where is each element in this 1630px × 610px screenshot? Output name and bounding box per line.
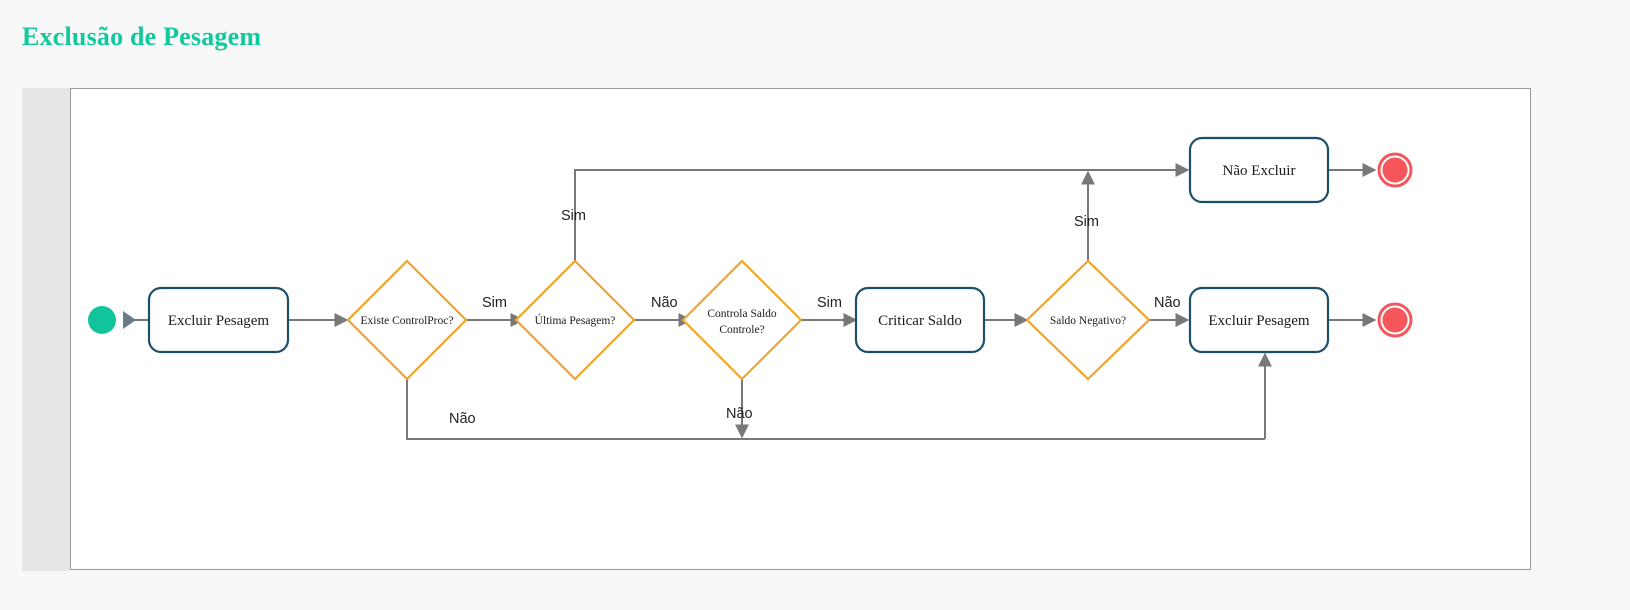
edge-saldo-negativo-sim: Sim [1074, 170, 1099, 261]
edge-label-sim-ultima: Sim [561, 208, 586, 224]
edge-ultima-pesagem-sim: Sim [561, 163, 1190, 261]
edge-label-sim-controla: Sim [817, 295, 842, 311]
edge-label-nao-ultima: Não [651, 295, 678, 311]
task-excluir-pesagem-2-label: Excluir Pesagem [1208, 313, 1310, 329]
canvas-left-gutter [22, 88, 70, 571]
diagram-canvas-frame: Última Pesagem? --> Sim down and along b… [22, 88, 1532, 571]
end-event-node-top[interactable] [1377, 152, 1413, 188]
task-criticar-saldo-label: Criticar Saldo [878, 313, 962, 329]
edge-saldo-negativo-nao: Não [1149, 295, 1190, 327]
edge-existe-controlproc-nao: Não [406, 379, 1265, 440]
decision-ultima-pesagem[interactable]: Última Pesagem? [514, 259, 636, 381]
decision-ultima-pesagem-label: Última Pesagem? [535, 313, 616, 327]
edge-controla-saldo-sim: Sim [801, 295, 858, 327]
decision-controla-saldo-controle[interactable]: Controla Saldo Controle? [681, 259, 803, 381]
flowchart-svg[interactable]: Última Pesagem? --> Sim down and along b… [71, 89, 1530, 569]
task-nao-excluir-label: Não Excluir [1223, 163, 1296, 179]
decision-saldo-negativo-label: Saldo Negativo? [1050, 315, 1126, 327]
page-title: Exclusão de Pesagem [22, 22, 262, 51]
edge-label-nao-existe: Não [449, 411, 476, 427]
edge-label-sim-existe: Sim [482, 295, 507, 311]
edge-existe-controlproc-sim: Sim [466, 295, 525, 327]
edge-label-sim-negativo: Sim [1074, 214, 1099, 230]
task-excluir-pesagem-2[interactable]: Excluir Pesagem [1188, 286, 1330, 354]
end-event-node-bottom[interactable] [1377, 302, 1413, 338]
decision-controla-saldo-label-line1: Controla Saldo [707, 308, 777, 320]
start-event-node[interactable] [88, 306, 116, 334]
task-criticar-saldo[interactable]: Criticar Saldo [854, 286, 986, 354]
decision-existe-controlproc[interactable]: Existe ControlProc? [346, 259, 468, 381]
diagram-surface[interactable]: Última Pesagem? --> Sim down and along b… [70, 88, 1531, 570]
edge-controla-saldo-nao: Não [726, 379, 753, 439]
task-excluir-pesagem-1-label: Excluir Pesagem [168, 313, 270, 329]
decision-existe-controlproc-label: Existe ControlProc? [361, 315, 454, 327]
task-nao-excluir[interactable]: Não Excluir [1188, 136, 1330, 204]
task-excluir-pesagem-1[interactable]: Excluir Pesagem [147, 286, 290, 354]
decision-saldo-negativo[interactable]: Saldo Negativo? [1025, 259, 1151, 381]
edge-label-nao-negativo: Não [1154, 295, 1181, 311]
edge-label-nao-controla: Não [726, 406, 753, 422]
start-marker-triangle-icon [123, 311, 136, 329]
edge-ultima-pesagem-nao: Não [634, 295, 693, 327]
decision-controla-saldo-label-line2: Controle? [719, 324, 764, 336]
